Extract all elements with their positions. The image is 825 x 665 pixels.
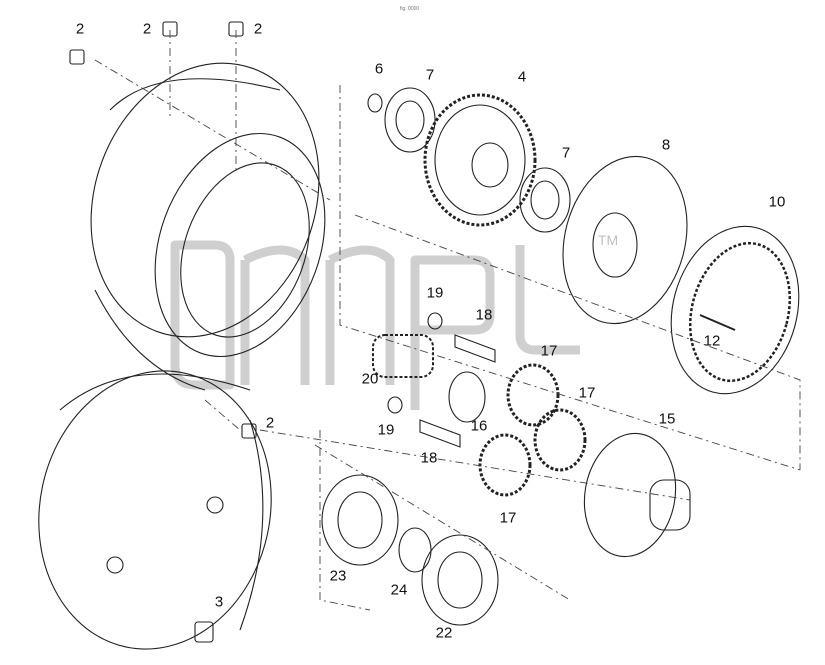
gear-4 — [423, 93, 537, 227]
callout-2: 2 — [142, 20, 152, 38]
callout-17: 17 — [540, 342, 558, 360]
callout-12: 12 — [703, 332, 721, 350]
callout-3: 3 — [214, 593, 224, 611]
bearings-7 — [367, 87, 571, 233]
callout-8: 8 — [661, 136, 671, 154]
callout-22: 22 — [435, 624, 453, 642]
callout-2: 2 — [265, 414, 275, 432]
callout-2: 2 — [253, 20, 263, 38]
callout-4: 4 — [517, 68, 527, 86]
callout-7: 7 — [425, 66, 435, 84]
callout-15: 15 — [658, 410, 676, 428]
callout-7: 7 — [561, 144, 571, 162]
ring-gear-10 — [670, 225, 800, 395]
callout-18: 18 — [420, 449, 438, 467]
callout-2: 2 — [75, 20, 85, 38]
snap-rings-19 — [387, 312, 486, 423]
planet-gears-17 — [478, 363, 587, 497]
sun-gear-20 — [372, 334, 434, 378]
planet-carrier-15 — [583, 432, 691, 558]
watermark-logo — [170, 240, 580, 410]
callout-10: 10 — [768, 193, 786, 211]
callout-20: 20 — [361, 370, 379, 388]
watermark-tm: TM — [597, 232, 619, 248]
callout-6: 6 — [374, 60, 384, 78]
callout-16: 16 — [470, 417, 488, 435]
callout-17: 17 — [499, 509, 517, 527]
wheel-hub-housing — [90, 62, 326, 391]
callout-19: 19 — [426, 284, 444, 302]
assembly-axis-lines — [94, 30, 801, 611]
pins-18 — [419, 334, 496, 448]
callout-19: 19 — [377, 421, 395, 439]
bearings-22-23 — [321, 474, 499, 626]
callout-24: 24 — [390, 581, 408, 599]
cover-8 — [562, 155, 688, 325]
drawing-reference: fig. 0000 — [400, 6, 420, 12]
callout-17: 17 — [578, 384, 596, 402]
callout-23: 23 — [329, 567, 347, 585]
tire-lower — [38, 370, 272, 650]
callout-18: 18 — [475, 306, 493, 324]
